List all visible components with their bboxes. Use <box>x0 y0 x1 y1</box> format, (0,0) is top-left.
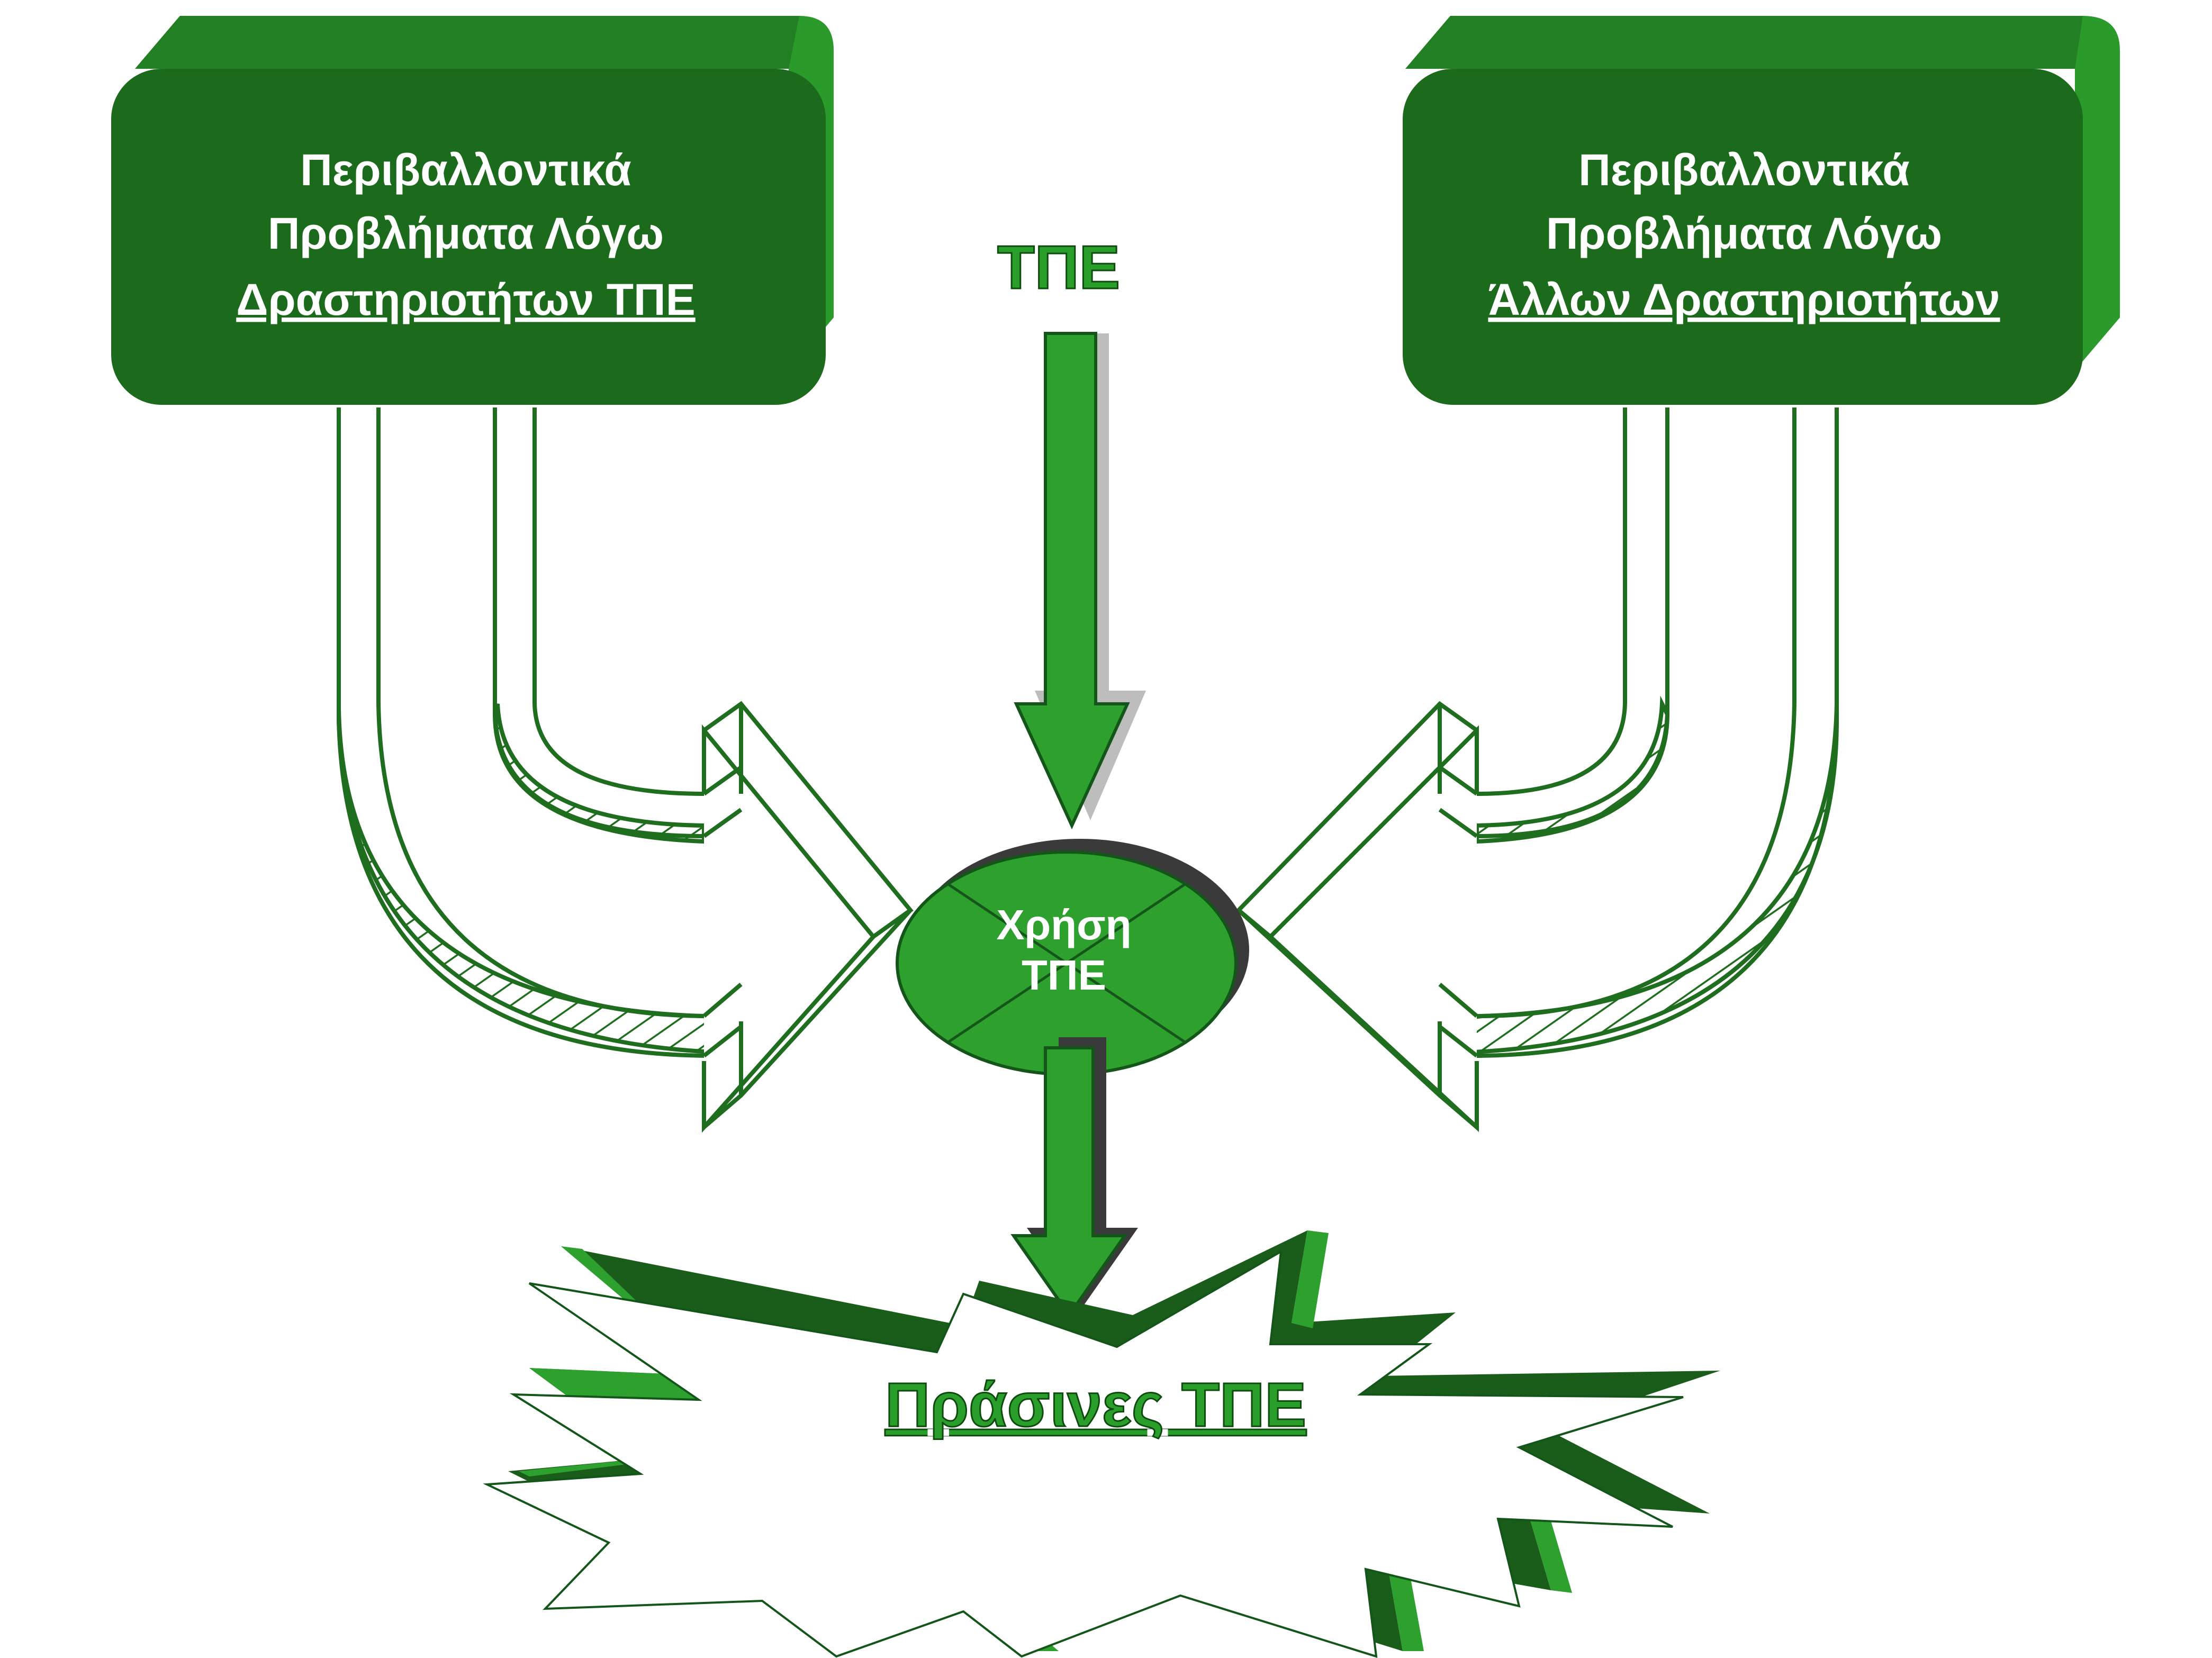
right-curved-arrow <box>1235 407 1839 1132</box>
right-box-line3: Άλλων Δραστηριοτήτων <box>1488 275 2000 324</box>
left-box-line2: Προβλήματα Λόγω <box>268 209 664 258</box>
left-problem-box: Περιβαλλοντικά Προβλήματα Λόγω Δραστηριο… <box>111 16 834 405</box>
tpe-label: ΤΠΕ <box>997 233 1120 302</box>
bottom-down-arrow <box>1010 1037 1138 1318</box>
right-problem-box: Περιβαλλοντικά Προβλήματα Λόγω Άλλων Δρα… <box>1403 16 2120 405</box>
left-box-line3: Δραστηριοτήτων ΤΠΕ <box>236 275 695 324</box>
result-starburst: Πράσινες ΤΠΕ <box>483 1230 1720 1658</box>
hub-line2: ΤΠΕ <box>1022 952 1106 999</box>
result-label: Πράσινες ΤΠΕ <box>885 1370 1306 1440</box>
right-box-line2: Προβλήματα Λόγω <box>1546 209 1942 258</box>
right-box-line1: Περιβαλλοντικά <box>1578 145 1910 195</box>
hub-line1: Χρήση <box>996 901 1131 948</box>
left-box-line1: Περιβαλλοντικά <box>300 145 631 195</box>
left-curved-arrow <box>337 407 914 1133</box>
top-down-arrow <box>1014 332 1146 830</box>
hub-ellipse: Χρήση ΤΠΕ <box>896 839 1249 1076</box>
